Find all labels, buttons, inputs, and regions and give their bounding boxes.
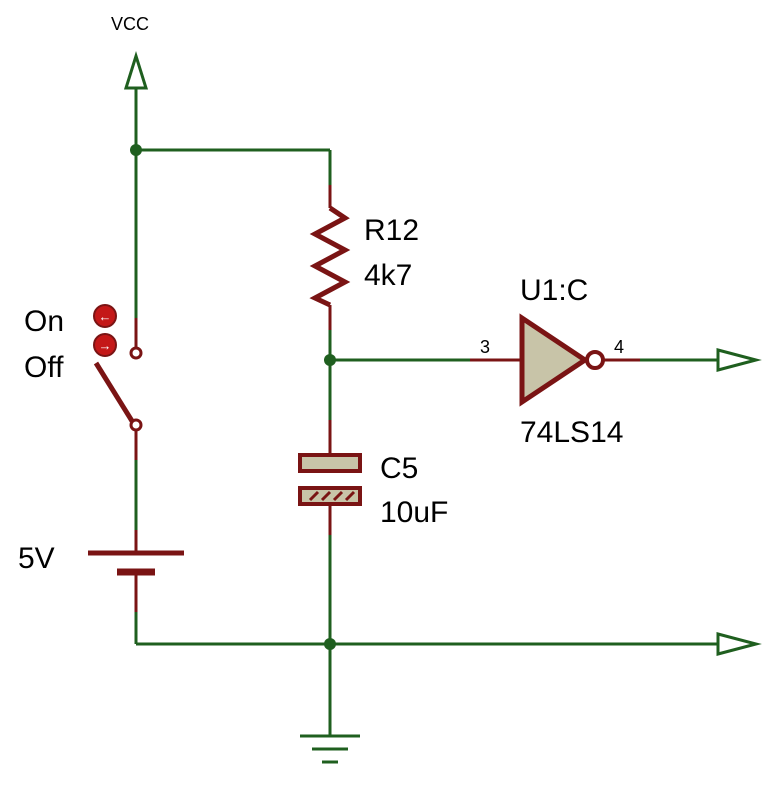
ground-rail-terminal: [716, 632, 762, 656]
capacitor-c5[interactable]: C5 10uF: [298, 420, 448, 535]
output-terminal: [716, 348, 762, 372]
inverter-u1c[interactable]: U1:C 74LS14 3 4: [470, 274, 640, 449]
resistor-ref: R12: [364, 214, 419, 247]
ground-symbol: [300, 734, 360, 764]
battery-label: 5V: [18, 542, 55, 575]
capacitor-value: 10uF: [380, 496, 448, 529]
switch-off-button[interactable]: →: [93, 333, 117, 357]
vcc-terminal: VCC: [111, 14, 149, 90]
junction-dot: [324, 638, 336, 650]
battery-5v[interactable]: 5V: [18, 530, 184, 612]
inverter-part: 74LS14: [520, 416, 623, 449]
junction-dot: [130, 144, 142, 156]
toggle-switch[interactable]: [93, 318, 143, 460]
junctions: [130, 144, 336, 650]
junction-dot: [324, 354, 336, 366]
inverter-pin-in: 3: [480, 337, 490, 357]
arrow-left-icon: ←: [99, 309, 112, 324]
inverter-pin-out: 4: [614, 337, 624, 357]
inverter-ref: U1:C: [520, 274, 588, 307]
capacitor-ref: C5: [380, 452, 418, 485]
resistor-r12[interactable]: R12 4k7: [309, 185, 419, 330]
switch-on-label: On: [24, 305, 64, 338]
vcc-label: VCC: [111, 14, 149, 34]
resistor-value: 4k7: [364, 259, 412, 292]
switch-off-label: Off: [24, 351, 64, 384]
arrow-right-icon: →: [99, 338, 112, 353]
switch-on-button[interactable]: ←: [93, 304, 117, 328]
wires: [134, 88, 718, 736]
